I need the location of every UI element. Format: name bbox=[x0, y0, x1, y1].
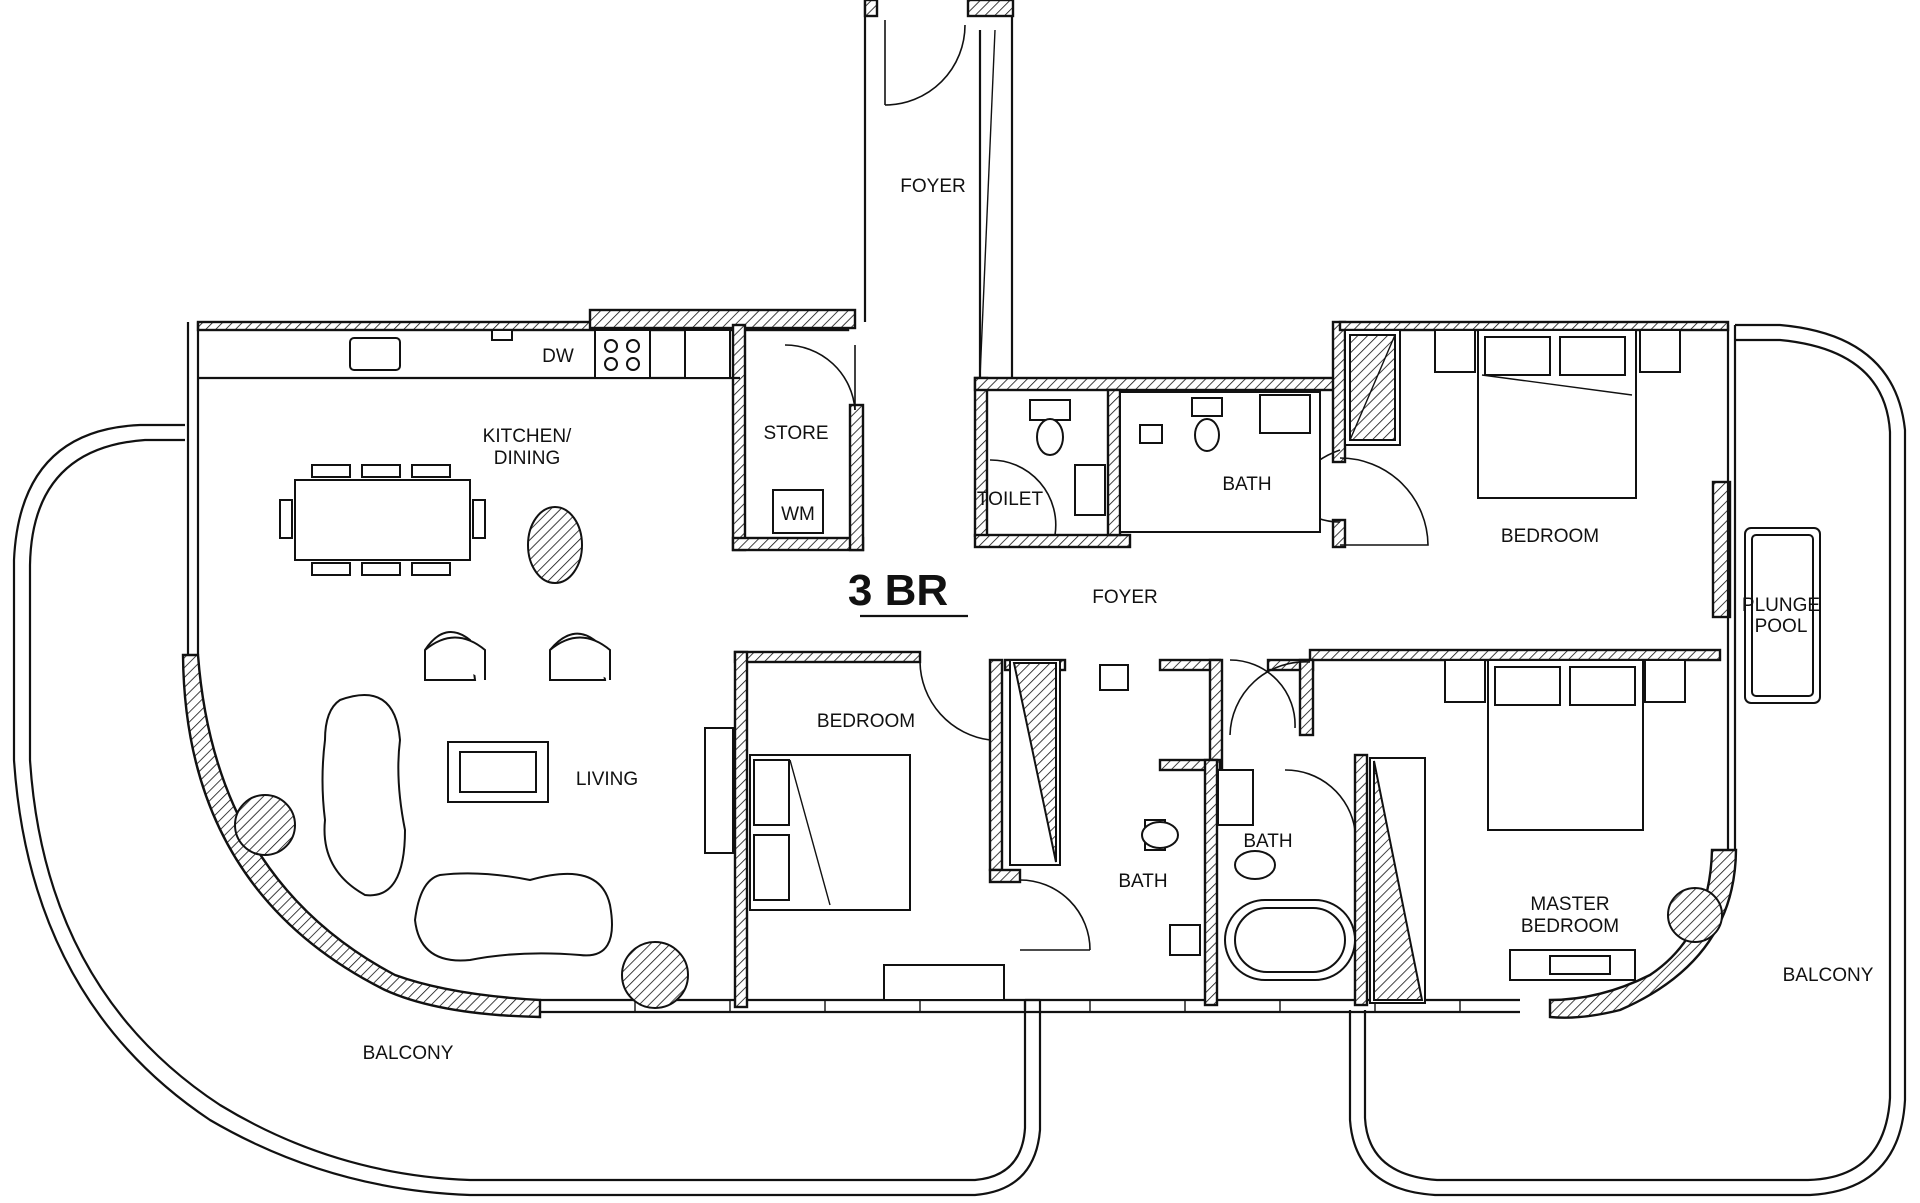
bedroom-right-furniture bbox=[1434, 329, 1821, 704]
sanitary-fixtures bbox=[1029, 391, 1356, 981]
label-bedroom-mid: BEDROOM bbox=[817, 711, 915, 732]
label-kitchen-line2: DINING bbox=[494, 448, 561, 469]
exterior-walls bbox=[186, 0, 1737, 850]
label-bedroom-right: BEDROOM bbox=[1501, 526, 1599, 547]
living-furniture bbox=[234, 631, 689, 1009]
label-dw: DW bbox=[542, 346, 574, 367]
label-balcony-left: BALCONY bbox=[363, 1043, 454, 1064]
label-foyer-mid: FOYER bbox=[1092, 587, 1157, 608]
dining-table bbox=[279, 464, 583, 584]
label-store: STORE bbox=[763, 423, 828, 444]
label-kitchen-line1: KITCHEN/ bbox=[483, 426, 572, 447]
label-living: LIVING bbox=[576, 769, 638, 790]
plan-title: 3 BR bbox=[848, 566, 948, 615]
label-foyer-top: FOYER bbox=[900, 176, 965, 197]
kitchen-counter bbox=[349, 329, 731, 379]
washing-machine bbox=[772, 489, 824, 534]
label-toilet: TOILET bbox=[977, 489, 1044, 510]
label-balcony-right: BALCONY bbox=[1783, 965, 1874, 986]
label-wm: WM bbox=[781, 504, 815, 525]
master-bedroom-furniture bbox=[1444, 659, 1723, 981]
bedroom-mid-furniture bbox=[704, 727, 1005, 1001]
label-master-line2: BEDROOM bbox=[1521, 916, 1619, 937]
label-bath-mid: BATH bbox=[1118, 871, 1167, 892]
label-bath-right: BATH bbox=[1243, 831, 1292, 852]
balcony-right bbox=[1348, 323, 1907, 1197]
label-bath-top: BATH bbox=[1222, 474, 1271, 495]
wardrobes bbox=[1009, 329, 1426, 1004]
room-labels: FOYER KITCHEN/ DINING DW STORE WM TOILET… bbox=[363, 176, 1874, 1064]
label-plunge-line2: POOL bbox=[1755, 616, 1808, 637]
label-master-line1: MASTER bbox=[1530, 894, 1609, 915]
label-plunge-line1: PLUNGE bbox=[1742, 595, 1820, 616]
